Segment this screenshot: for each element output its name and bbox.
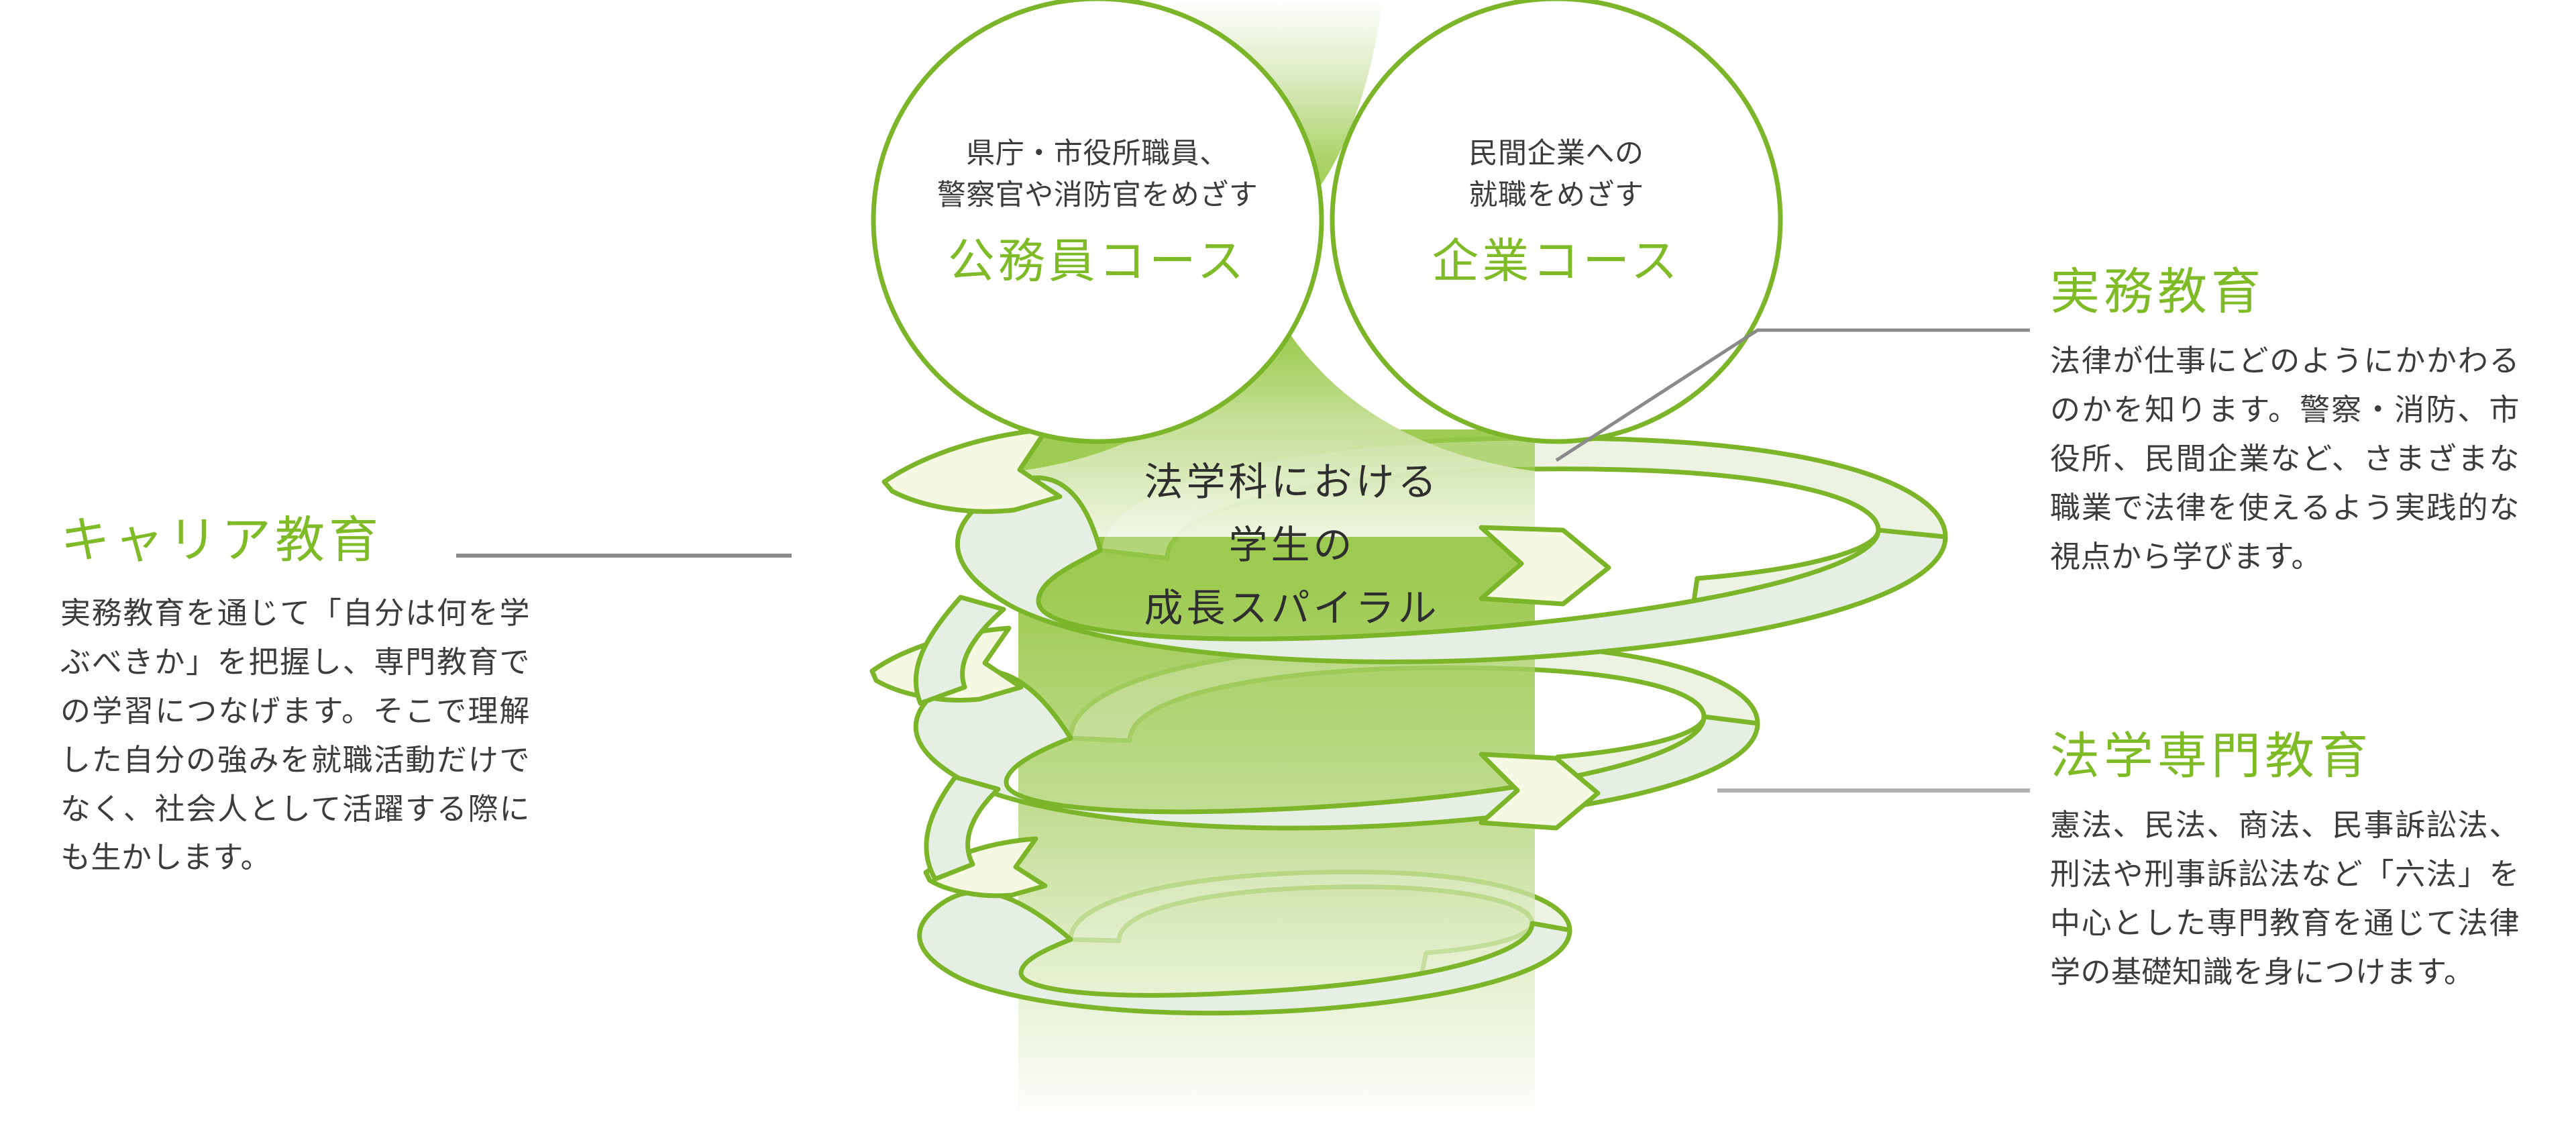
bubble-kigyou-text: 民間企業への 就職をめざす 企業コース [1342, 133, 1771, 287]
connector-lines [456, 328, 2030, 792]
bubble-koumuin-text: 県庁・市役所職員、 警察官や消防官をめざす 公務員コース [883, 133, 1312, 287]
panel-practical: 実務教育 法律が仕事にどのようにかかわるのかを知ります。警察・消防、市役所、民間… [2050, 267, 2520, 581]
bubble-koumuin-subtitle: 県庁・市役所職員、 警察官や消防官をめざす [936, 138, 1258, 212]
panel-practical-body: 法律が仕事にどのようにかかわるのかを知ります。警察・消防、市役所、民間企業など、… [2050, 344, 2520, 574]
panel-law-body: 憲法、民法、商法、民事訴訟法、刑法や刑事訴訟法など「六法」を中心とした専門教育を… [2050, 808, 2520, 989]
panel-law-title: 法学専門教育 [2050, 728, 2372, 784]
panel-career-title: キャリア教育 [60, 512, 382, 568]
spiral-arrow-notch-1 [881, 427, 1063, 514]
bubble-koumuin-shape[interactable] [871, 0, 1324, 444]
panel-practical-title: 実務教育 [2050, 264, 2265, 319]
spiral-east-arrow-1 [1479, 525, 1611, 607]
connector-practical [1555, 328, 2030, 462]
spiral-east-arrow-2 [1479, 752, 1601, 831]
spiral-link-1-2 [913, 595, 1006, 706]
spiral-east-arrows [1479, 525, 1611, 831]
bubble-kigyou-shape[interactable] [1330, 0, 1783, 444]
panel-law: 法学専門教育 憲法、民法、商法、民事訴訟法、刑法や刑事訴訟法など「六法」を中心と… [2050, 731, 2520, 997]
bubble-kigyou-subtitle: 民間企業への 就職をめざす [1468, 138, 1644, 212]
panel-career: キャリア教育 実務教育を通じて「自分は何を学ぶべきか」を把握し、専門教育での学習… [60, 515, 530, 882]
center-caption: 法学科における 学生の 成長スパイラル [1144, 460, 1440, 630]
bubble-kigyou-title: 企業コース [1432, 234, 1681, 287]
spiral-link-2-3 [924, 774, 1001, 882]
panel-career-body: 実務教育を通じて「自分は何を学ぶべきか」を把握し、専門教育での学習につなげます。… [60, 596, 530, 875]
course-bubbles [871, 0, 1783, 444]
spiral-connectors [913, 595, 1006, 882]
bubble-koumuin-title: 公務員コース [947, 234, 1248, 287]
